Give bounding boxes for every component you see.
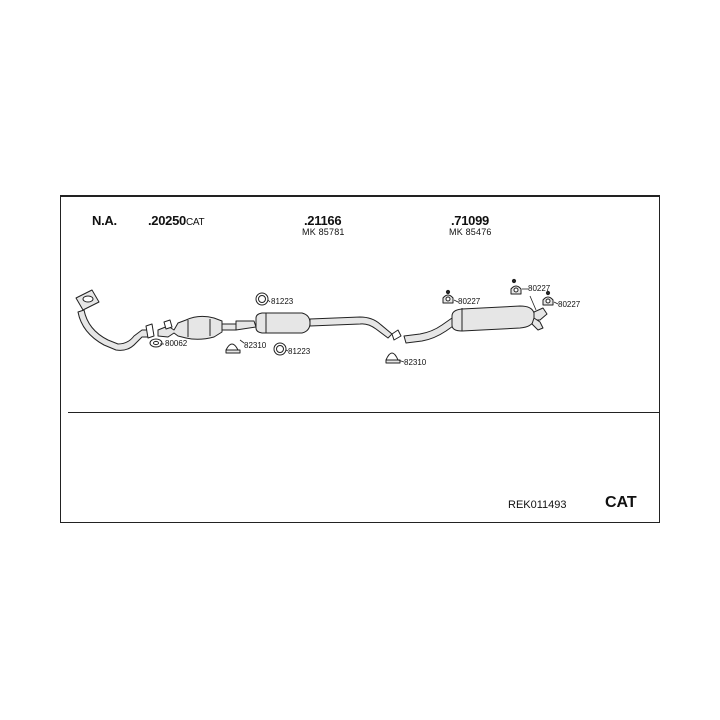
clamp-82310-rear [385,352,401,364]
hanger-80227-left [442,289,454,304]
callout-hanger-80227-right: 80227 [558,300,581,309]
callout-ring-81223-lower: 81223 [288,347,311,356]
rear-silencer [403,305,548,344]
variant-label: N.A. [92,213,117,228]
ring-81223-lower [273,342,287,356]
front-pipe [75,289,155,351]
part-number-catalytic-suffix: CAT [185,217,205,228]
part-number-rear-silencer: .71099 [451,213,489,228]
reference-number: REK011493 [508,499,567,511]
catalytic-converter [157,315,237,340]
part-number-catalytic: .20250CAT [148,213,205,228]
middle-silencer [235,312,402,341]
callout-hanger-80227-left: 80227 [458,297,481,306]
callout-clamp-82310-front: 82310 [244,341,267,350]
callout-clamp-82310-rear: 82310 [404,358,427,367]
part-number-middle-silencer: .21166 [304,213,342,228]
hanger-80227-right [542,290,554,306]
clamp-82310-front [225,343,241,354]
system-type-label: CAT [605,494,637,511]
callout-gasket-80062: 80062 [165,339,188,348]
mk-number-middle-silencer: MK 85781 [302,227,345,237]
gasket-80062 [149,338,163,348]
leader-lines [160,288,559,363]
diagram-divider [68,412,660,413]
ring-81223-upper [255,292,269,306]
callout-hanger-80227-middle: 80227 [528,284,551,293]
hanger-80227-middle [510,278,522,295]
part-number-catalytic-main: .20250 [148,213,186,228]
diagram-frame [60,195,660,523]
mk-number-rear-silencer: MK 85476 [449,227,492,237]
callout-ring-81223-upper: 81223 [271,297,294,306]
